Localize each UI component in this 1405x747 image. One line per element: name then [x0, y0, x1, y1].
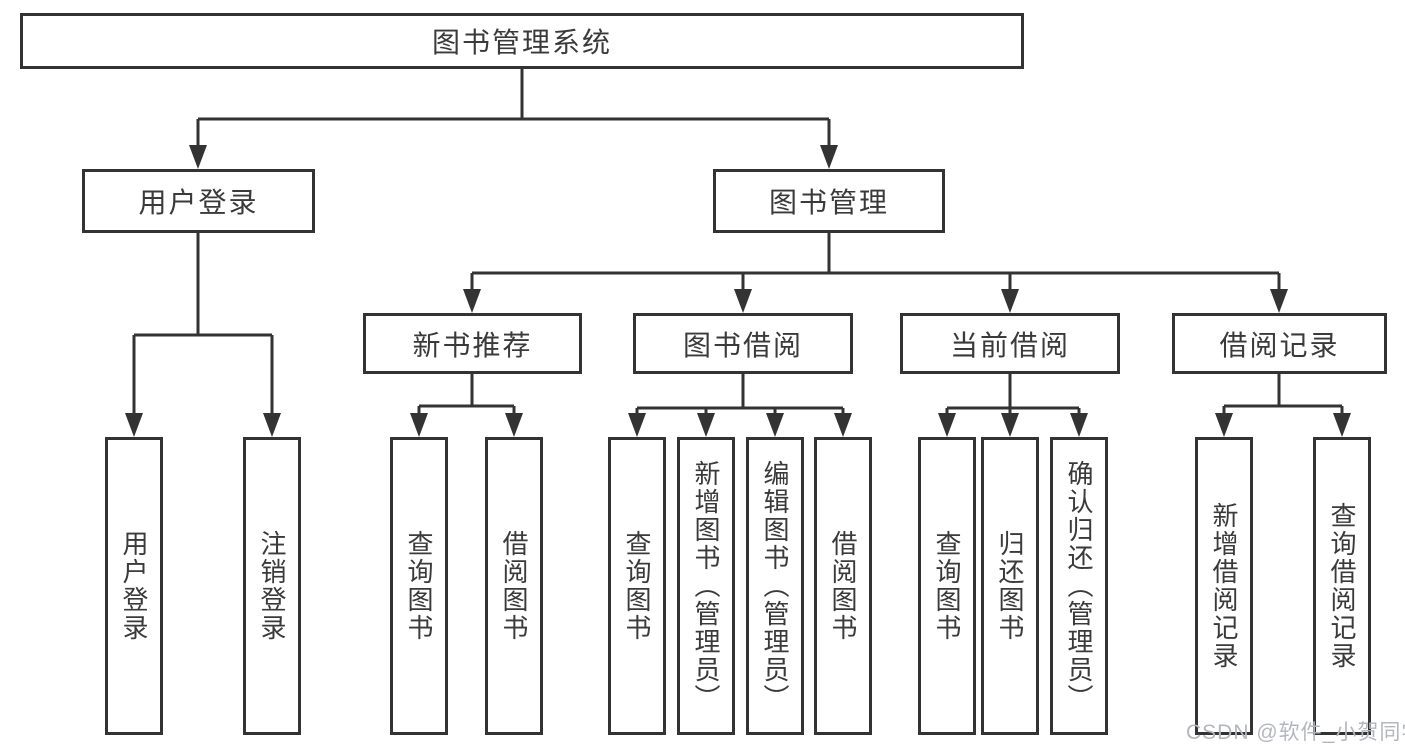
arrowhead-icon — [628, 413, 646, 437]
arrowhead-icon — [734, 289, 752, 313]
node-leaf-query-book: 查询图书 — [608, 437, 666, 735]
arrowhead-icon — [938, 413, 956, 437]
arrowhead-icon — [125, 413, 143, 437]
arrowhead-icon — [505, 413, 523, 437]
node-leaf-logout: 注销登录 — [243, 437, 301, 735]
connector-book-borrow-children — [635, 374, 845, 414]
arrowhead-icon — [1001, 413, 1019, 437]
arrowhead-icon — [1001, 289, 1019, 313]
connector-user-login-children — [132, 233, 274, 414]
connector-new-book-rec-children — [417, 374, 516, 414]
node-book-management: 图书管理 — [713, 169, 945, 233]
arrowhead-icon — [1270, 289, 1288, 313]
connector-book-mgmt-children — [470, 233, 1281, 290]
arrowhead-icon — [766, 413, 784, 437]
node-leaf-borrow-book: 借阅图书 — [814, 437, 872, 735]
connector-current-borrow-children — [945, 374, 1081, 414]
node-leaf-query-borrow-record: 查询借阅记录 — [1313, 437, 1371, 735]
node-leaf-edit-book-admin: 编辑图书（管理员） — [746, 437, 804, 735]
node-user-login: 用户登录 — [82, 169, 315, 233]
arrowhead-icon — [820, 145, 838, 169]
arrowhead-icon — [410, 413, 428, 437]
node-leaf-borrow-book: 借阅图书 — [485, 437, 543, 735]
connector-root-to-level2 — [196, 69, 831, 146]
node-leaf-confirm-return-admin: 确认归还（管理员） — [1050, 437, 1108, 735]
arrowhead-icon — [697, 413, 715, 437]
node-current-borrow: 当前借阅 — [900, 313, 1120, 374]
arrowhead-icon — [263, 413, 281, 437]
node-leaf-return-book: 归还图书 — [981, 437, 1039, 735]
arrowhead-icon — [1215, 413, 1233, 437]
arrowhead-icon — [834, 413, 852, 437]
arrowhead-icon — [1070, 413, 1088, 437]
arrowhead-icon — [1333, 413, 1351, 437]
node-new-book-recommend: 新书推荐 — [363, 313, 582, 374]
arrowhead-icon — [189, 145, 207, 169]
node-leaf-add-borrow-record: 新增借阅记录 — [1195, 437, 1253, 735]
connector-borrow-records-children — [1222, 374, 1344, 414]
csdn-watermark: CSDN @软件_小贺同学 — [1186, 721, 1405, 744]
node-book-borrow: 图书借阅 — [633, 313, 853, 374]
node-leaf-add-book-admin: 新增图书（管理员） — [677, 437, 735, 735]
arrowhead-icon — [463, 289, 481, 313]
node-leaf-user-login: 用户登录 — [105, 437, 163, 735]
node-borrow-records: 借阅记录 — [1172, 313, 1387, 374]
node-leaf-query-book: 查询图书 — [390, 437, 448, 735]
node-root-system: 图书管理系统 — [20, 13, 1024, 69]
node-leaf-query-book: 查询图书 — [918, 437, 976, 735]
